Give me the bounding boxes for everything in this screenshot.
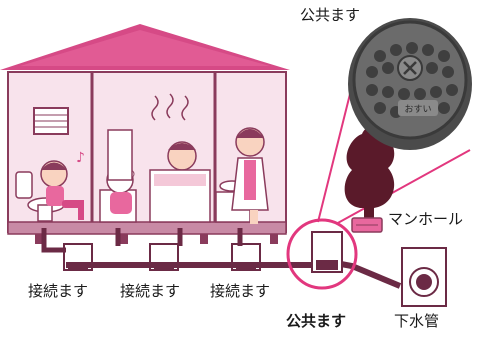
connection-basin-2-label: 接続ます xyxy=(120,282,181,300)
manhole-label: マンホール xyxy=(388,210,464,228)
public-basin-highlight-circle xyxy=(286,218,358,290)
public-basin-cover-zoom: おすい xyxy=(348,18,472,150)
public-basin xyxy=(311,231,343,273)
cover-text: おすい xyxy=(404,104,431,115)
public-basin-bottom-label: 公共ます xyxy=(286,312,347,330)
bathing-person-icon xyxy=(167,141,197,171)
person-on-toilet-icon xyxy=(40,160,84,220)
house: ♪ xyxy=(0,24,290,244)
sewer-pipe-label: 下水管 xyxy=(394,312,440,330)
sewer-pipe-icon xyxy=(401,247,447,307)
manhole-cover-icon xyxy=(351,217,383,233)
cooking-person-icon xyxy=(231,127,269,224)
bathtub-icon xyxy=(149,169,211,223)
connection-basin-3-label: 接続ます xyxy=(210,282,271,300)
steam-icon xyxy=(151,93,189,121)
public-basin-top-label: 公共ます xyxy=(300,6,361,24)
drain-pipes xyxy=(41,228,243,253)
music-note-icon: ♪ xyxy=(76,150,85,166)
connection-basin-1-label: 接続ます xyxy=(28,282,89,300)
tree-icon xyxy=(344,126,395,220)
